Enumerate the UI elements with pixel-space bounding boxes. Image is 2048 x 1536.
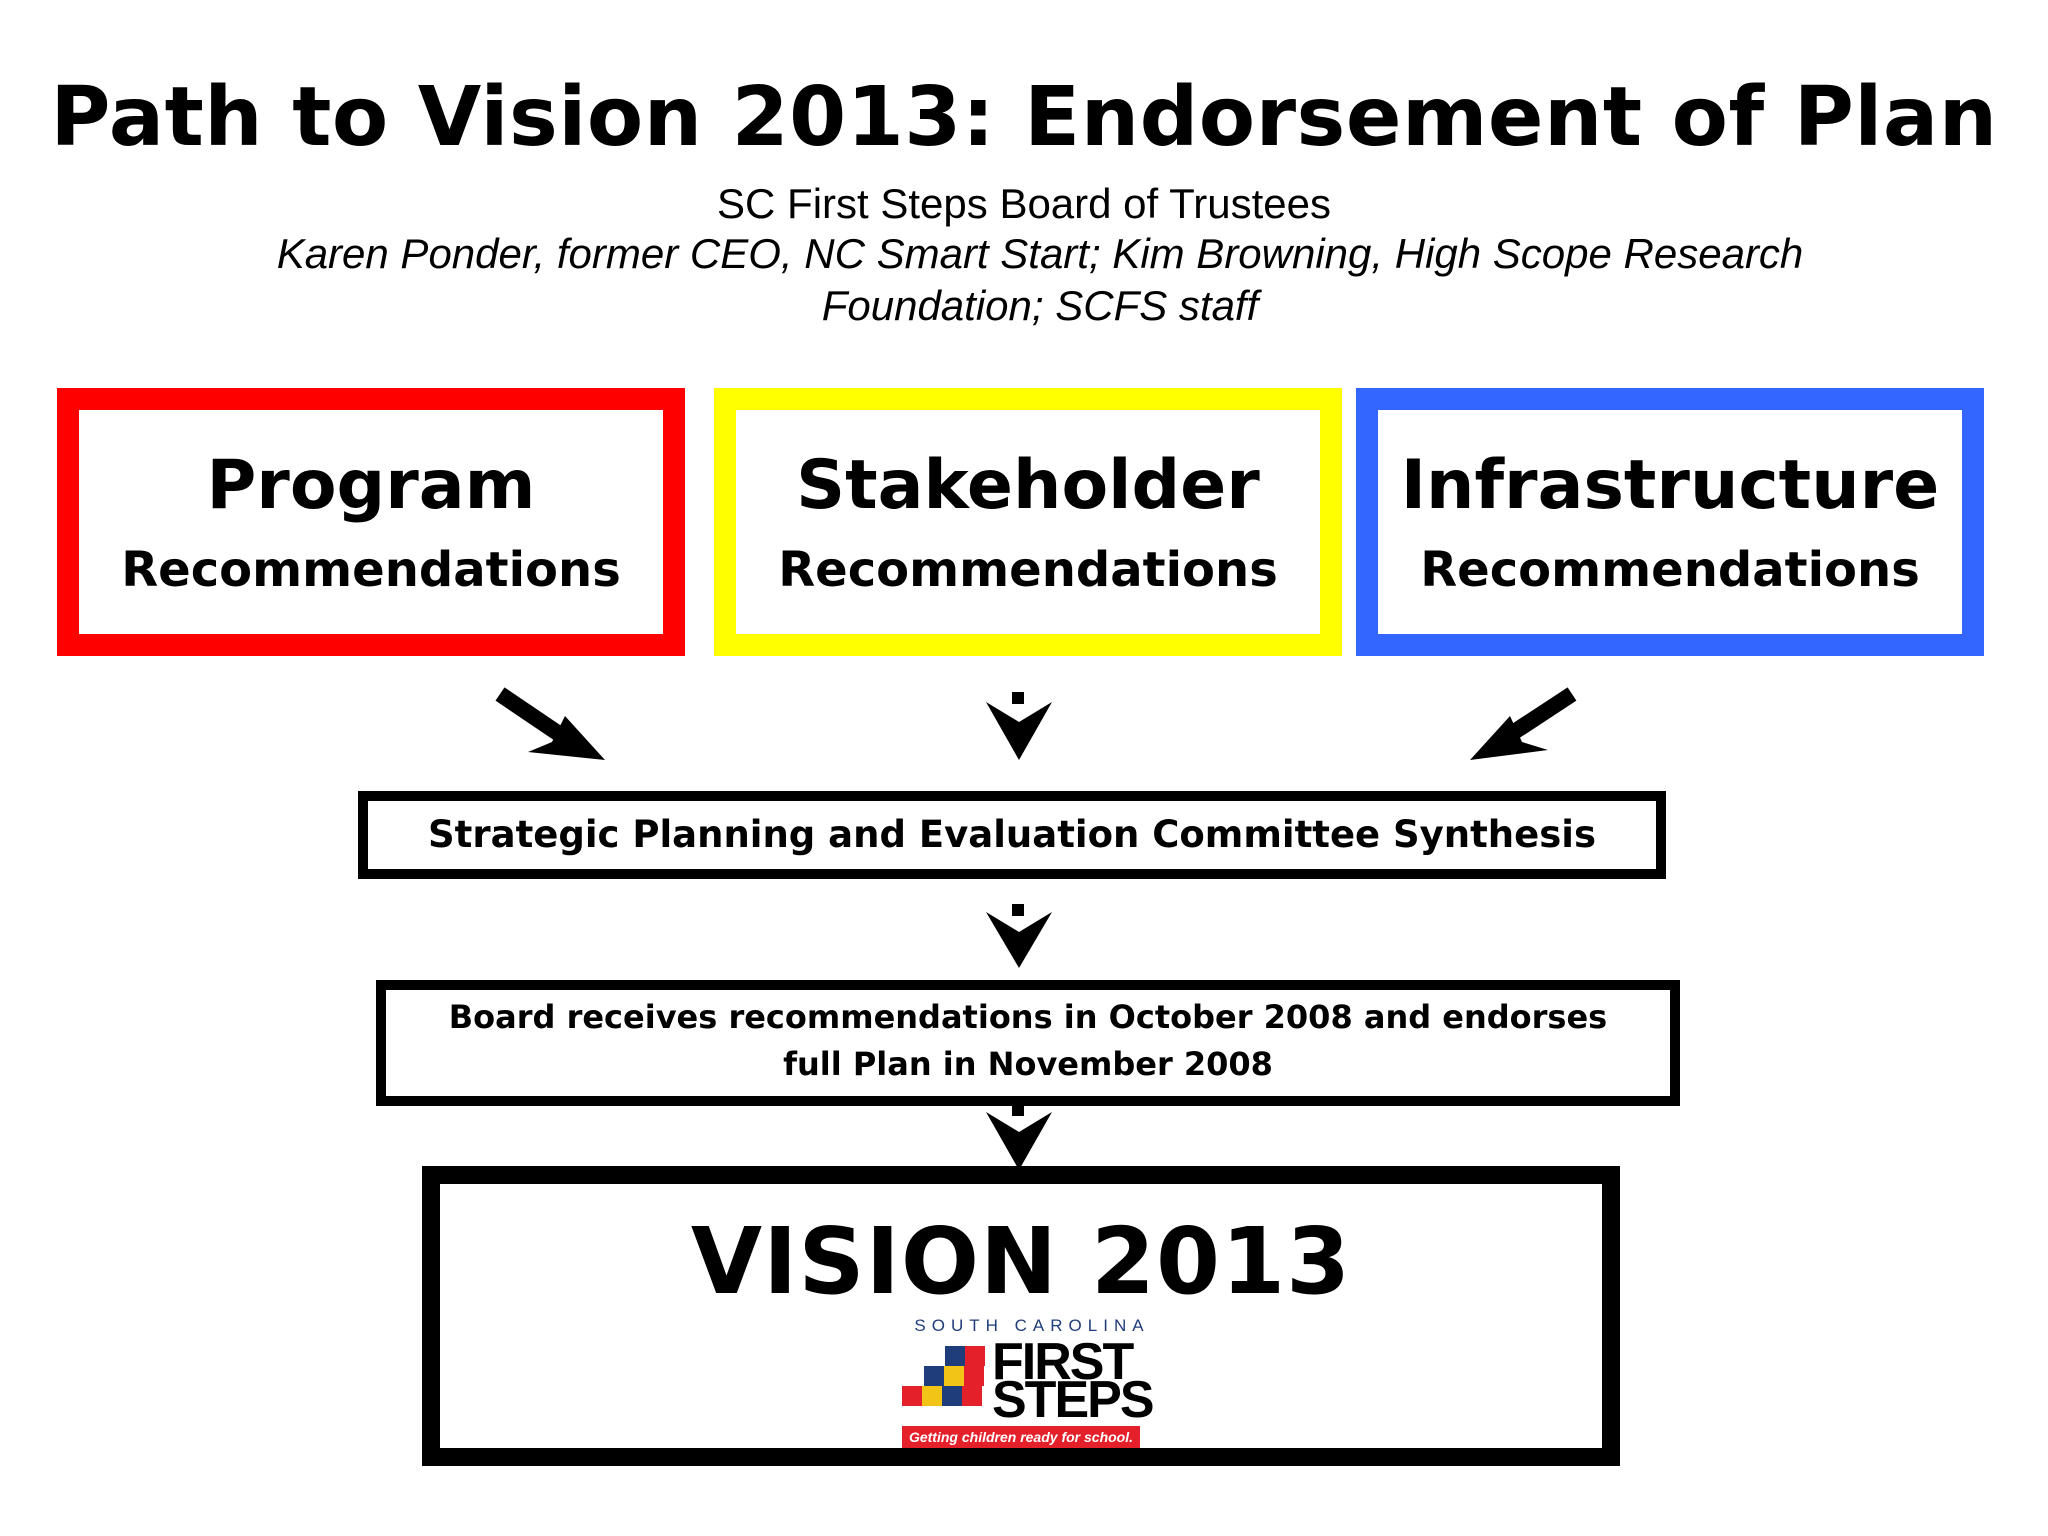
credits: Karen Ponder, former CEO, NC Smart Start… bbox=[200, 228, 1880, 332]
subtitle: SC First Steps Board of Trustees bbox=[717, 180, 1331, 227]
arrow-infrastructure-icon bbox=[1470, 687, 1577, 760]
board-box: Board receives recommendations in Octobe… bbox=[376, 980, 1680, 1106]
arrow-synthesis-icon bbox=[986, 904, 1052, 968]
logo-blocks-icon bbox=[902, 1346, 985, 1406]
board-line-1: Board receives recommendations in Octobe… bbox=[448, 998, 1608, 1036]
vision-box: VISION 2013 SOUTH CAROLINA FIRST STEPS G… bbox=[422, 1166, 1620, 1466]
stakeholder-recommendations-box: Stakeholder Recommendations bbox=[714, 388, 1342, 656]
logo-state-text: SOUTH CAROLINA bbox=[914, 1316, 1150, 1335]
logo-word-steps: STEPS bbox=[992, 1371, 1154, 1429]
synthesis-text: Strategic Planning and Evaluation Commit… bbox=[428, 813, 1596, 856]
arrow-program-icon bbox=[495, 687, 605, 760]
stakeholder-subheading: Recommendations bbox=[778, 542, 1278, 598]
logo-tagline: Getting children ready for school. bbox=[902, 1426, 1140, 1448]
first-steps-logo: SOUTH CAROLINA FIRST STEPS Getting child… bbox=[902, 1316, 1162, 1456]
logo-word-first: FIRST bbox=[992, 1333, 1134, 1391]
program-heading: Program bbox=[206, 446, 536, 525]
credits-line-2: Foundation; SCFS staff bbox=[821, 282, 1259, 329]
program-recommendations-box: Program Recommendations bbox=[57, 388, 685, 656]
synthesis-box: Strategic Planning and Evaluation Commit… bbox=[358, 791, 1666, 879]
program-subheading: Recommendations bbox=[121, 542, 621, 598]
stakeholder-heading: Stakeholder bbox=[796, 446, 1260, 525]
board-line-2: full Plan in November 2008 bbox=[783, 1045, 1273, 1083]
credits-line-1: Karen Ponder, former CEO, NC Smart Start… bbox=[276, 230, 1804, 277]
page-title: Path to Vision 2013: Endorsement of Plan bbox=[50, 70, 1998, 165]
arrow-stakeholder-icon bbox=[986, 692, 1052, 760]
vision-title: VISION 2013 bbox=[690, 1208, 1352, 1315]
infrastructure-heading: Infrastructure bbox=[1400, 446, 1940, 525]
infrastructure-recommendations-box: Infrastructure Recommendations bbox=[1356, 388, 1984, 656]
arrow-board-icon bbox=[986, 1104, 1052, 1170]
infrastructure-subheading: Recommendations bbox=[1420, 542, 1920, 598]
